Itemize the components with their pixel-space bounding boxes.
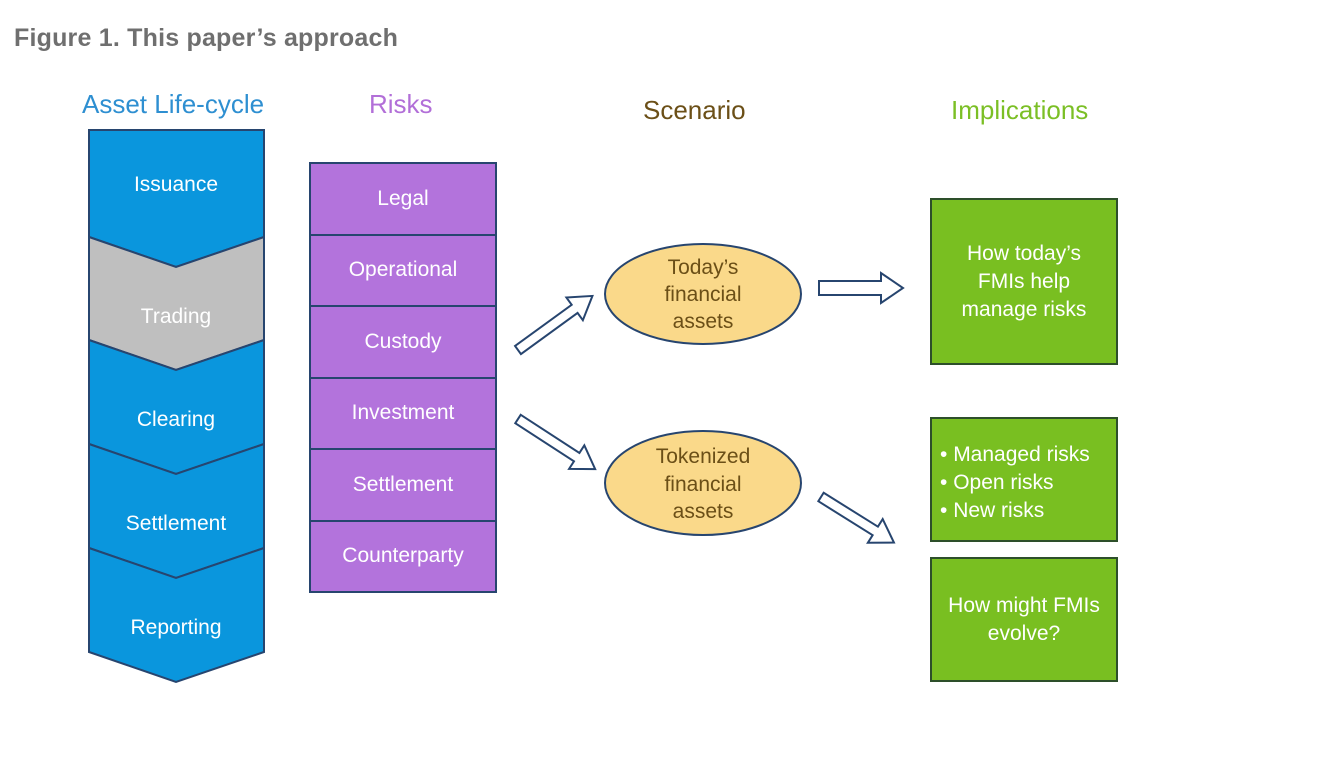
implication-todays-fmis: How today’s FMIs help manage risks <box>930 198 1118 365</box>
implication-list-item-new: New risks <box>940 497 1116 525</box>
implication-fmis-evolve-line-2: evolve? <box>987 621 1061 645</box>
scenario-tokenized-line-3: assets <box>673 500 734 523</box>
implication-list-item-managed: Managed risks <box>940 441 1116 469</box>
life-cycle-stack: Issuance Trading Clearing Settlement Rep… <box>88 129 265 684</box>
stage-clearing-label: Clearing <box>137 408 215 431</box>
figure-title: Figure 1. This paper’s approach <box>14 24 399 52</box>
arrow-risks-to-today <box>513 294 594 356</box>
risk-investment: Investment <box>309 378 497 450</box>
scenario-today-line-1: Today’s <box>668 256 739 279</box>
risk-operational: Operational <box>309 235 497 307</box>
risks-heading: Risks <box>369 89 433 119</box>
implication-todays-fmis-line-3: manage risks <box>961 297 1087 321</box>
risk-legal: Legal <box>309 164 497 236</box>
scenario-today-line-3: assets <box>673 310 734 333</box>
stage-settlement-label: Settlement <box>126 512 227 535</box>
arrow-risks-to-tokenized <box>513 413 597 471</box>
life-cycle-heading: Asset Life-cycle <box>82 89 265 119</box>
stage-issuance-label: Issuance <box>134 173 218 196</box>
implication-risk-list: Managed risks Open risks New risks <box>930 417 1118 542</box>
scenario-tokenized-line-1: Tokenized <box>656 445 751 468</box>
implication-fmis-evolve: How might FMIs evolve? <box>930 557 1118 682</box>
implications-heading: Implications <box>951 95 1089 125</box>
scenario-heading: Scenario <box>643 95 746 125</box>
scenario-tokenized-line-2: financial <box>664 473 741 496</box>
implication-todays-fmis-line-2: FMIs help <box>977 269 1071 293</box>
stage-trading-label: Trading <box>141 305 211 328</box>
scenario-today-line-2: financial <box>664 283 741 306</box>
risks-stack: Legal Operational Custody Investment Set… <box>309 162 497 593</box>
implication-todays-fmis-line-1: How today’s <box>966 241 1081 265</box>
risk-custody: Custody <box>309 307 497 379</box>
arrow-tokenized-to-implication <box>816 491 896 544</box>
scenario-today-ellipse <box>604 243 802 345</box>
implication-fmis-evolve-line-1: How might FMIs <box>948 593 1100 617</box>
risk-settlement: Settlement <box>309 450 497 522</box>
arrow-today-to-implication <box>818 271 905 305</box>
stage-reporting-label: Reporting <box>130 616 221 639</box>
scenario-tokenized-ellipse <box>604 430 802 536</box>
implication-list-item-open: Open risks <box>940 469 1116 497</box>
stage-reporting <box>88 546 265 684</box>
risk-counterparty: Counterparty <box>309 521 497 593</box>
